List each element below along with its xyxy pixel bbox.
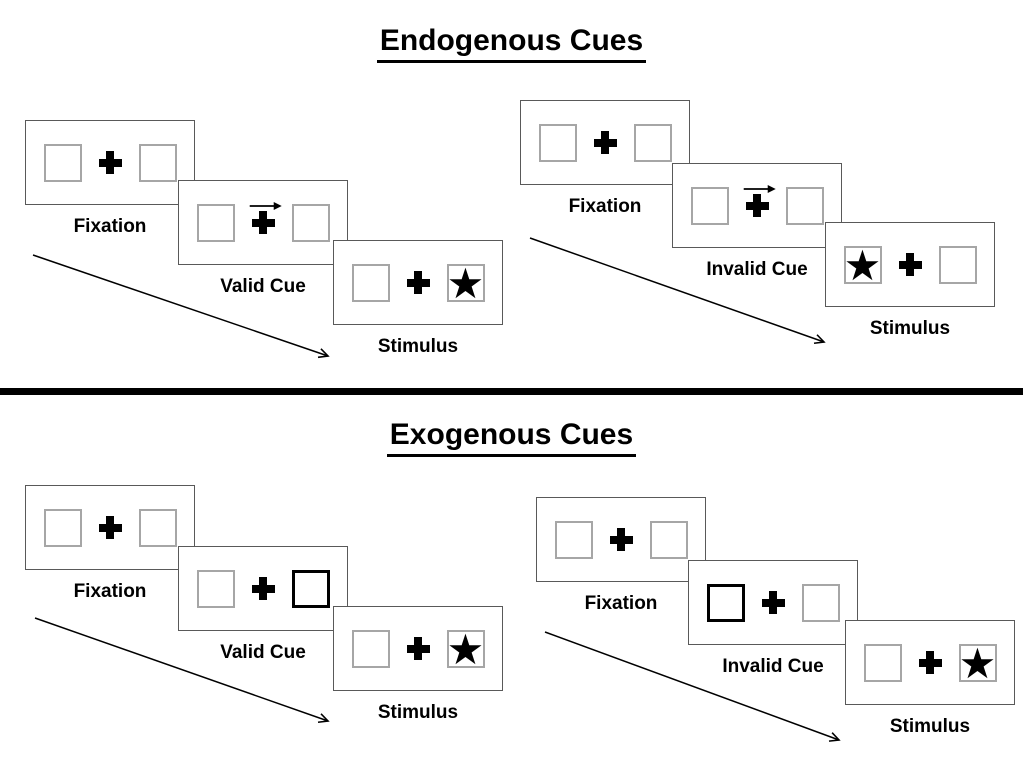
timeline-arrow-icon <box>544 631 841 742</box>
section-title-exogenous: Exogenous Cues <box>0 418 1023 457</box>
stimulus-card: ★ <box>825 222 995 307</box>
placeholder-box-left <box>538 123 577 162</box>
step-label-stimulus: Stimulus <box>377 336 459 357</box>
placeholder-box-right <box>938 245 977 284</box>
fixation-card <box>520 100 690 185</box>
invalid-cue-card <box>672 163 842 248</box>
valid-cue-card <box>178 180 348 265</box>
fixation-cross-icon <box>98 516 122 539</box>
target-star-icon: ★ <box>446 259 485 307</box>
placeholder-box-left <box>351 629 390 668</box>
step-label-stimulus: Stimulus <box>889 716 971 737</box>
fixation-card <box>536 497 706 582</box>
placeholder-box-left <box>43 508 82 547</box>
placeholder-box-right <box>138 143 177 182</box>
step-label-fixation: Fixation <box>568 196 642 217</box>
section-title-endogenous: Endogenous Cues <box>0 24 1023 63</box>
fixation-card <box>25 120 195 205</box>
placeholder-box-left <box>43 143 82 182</box>
section-divider <box>0 388 1023 395</box>
placeholder-box-right <box>633 123 672 162</box>
fixation-cross-icon <box>406 637 430 660</box>
target-box-right: ★ <box>446 259 485 307</box>
timeline-arrow-icon <box>32 254 330 359</box>
target-box-right: ★ <box>446 625 485 673</box>
stimulus-card: ★ <box>333 606 503 691</box>
target-star-icon: ★ <box>958 639 997 687</box>
cue-arrow-icon <box>743 185 776 193</box>
fixation-cross-icon <box>98 151 122 174</box>
timeline-arrow-icon <box>34 617 330 724</box>
placeholder-box-right <box>291 203 330 242</box>
stimulus-card: ★ <box>845 620 1015 705</box>
stimulus-card: ★ <box>333 240 503 325</box>
fixation-cross-icon <box>743 185 776 217</box>
step-label-valid-cue: Valid Cue <box>220 642 306 663</box>
timeline-arrow-icon <box>529 237 826 345</box>
step-label-invalid-cue: Invalid Cue <box>722 656 824 677</box>
target-star-icon: ★ <box>843 241 882 289</box>
fixation-card <box>25 485 195 570</box>
target-box-left: ★ <box>843 241 882 289</box>
placeholder-box-left <box>690 186 729 225</box>
placeholder-box-right <box>785 186 824 225</box>
fixation-cross-icon <box>593 131 617 154</box>
step-label-fixation: Fixation <box>584 593 658 614</box>
cue-arrow-icon <box>249 202 282 210</box>
fixation-cross-icon <box>898 253 922 276</box>
invalid-cue-card <box>688 560 858 645</box>
cue-box-right <box>291 569 330 608</box>
fixation-cross-icon <box>761 591 785 614</box>
placeholder-box-right <box>649 520 688 559</box>
target-star-icon: ★ <box>446 625 485 673</box>
step-label-invalid-cue: Invalid Cue <box>706 259 808 280</box>
fixation-cross-icon <box>918 651 942 674</box>
valid-cue-card <box>178 546 348 631</box>
fixation-cross-icon <box>406 271 430 294</box>
step-label-stimulus: Stimulus <box>377 702 459 723</box>
target-box-right: ★ <box>958 639 997 687</box>
fixation-cross-icon <box>609 528 633 551</box>
placeholder-box-left <box>351 263 390 302</box>
fixation-cross-icon <box>249 202 282 234</box>
section-title-text: Endogenous Cues <box>376 24 647 63</box>
placeholder-box-left <box>196 203 235 242</box>
step-label-valid-cue: Valid Cue <box>220 276 306 297</box>
step-label-stimulus: Stimulus <box>869 318 951 339</box>
cue-box-left <box>706 583 745 622</box>
section-title-text: Exogenous Cues <box>386 418 637 457</box>
placeholder-box-left <box>196 569 235 608</box>
step-label-fixation: Fixation <box>73 581 147 602</box>
fixation-cross-icon <box>251 577 275 600</box>
step-label-fixation: Fixation <box>73 216 147 237</box>
placeholder-box-right <box>138 508 177 547</box>
placeholder-box-left <box>554 520 593 559</box>
placeholder-box-right <box>801 583 840 622</box>
placeholder-box-left <box>863 643 902 682</box>
